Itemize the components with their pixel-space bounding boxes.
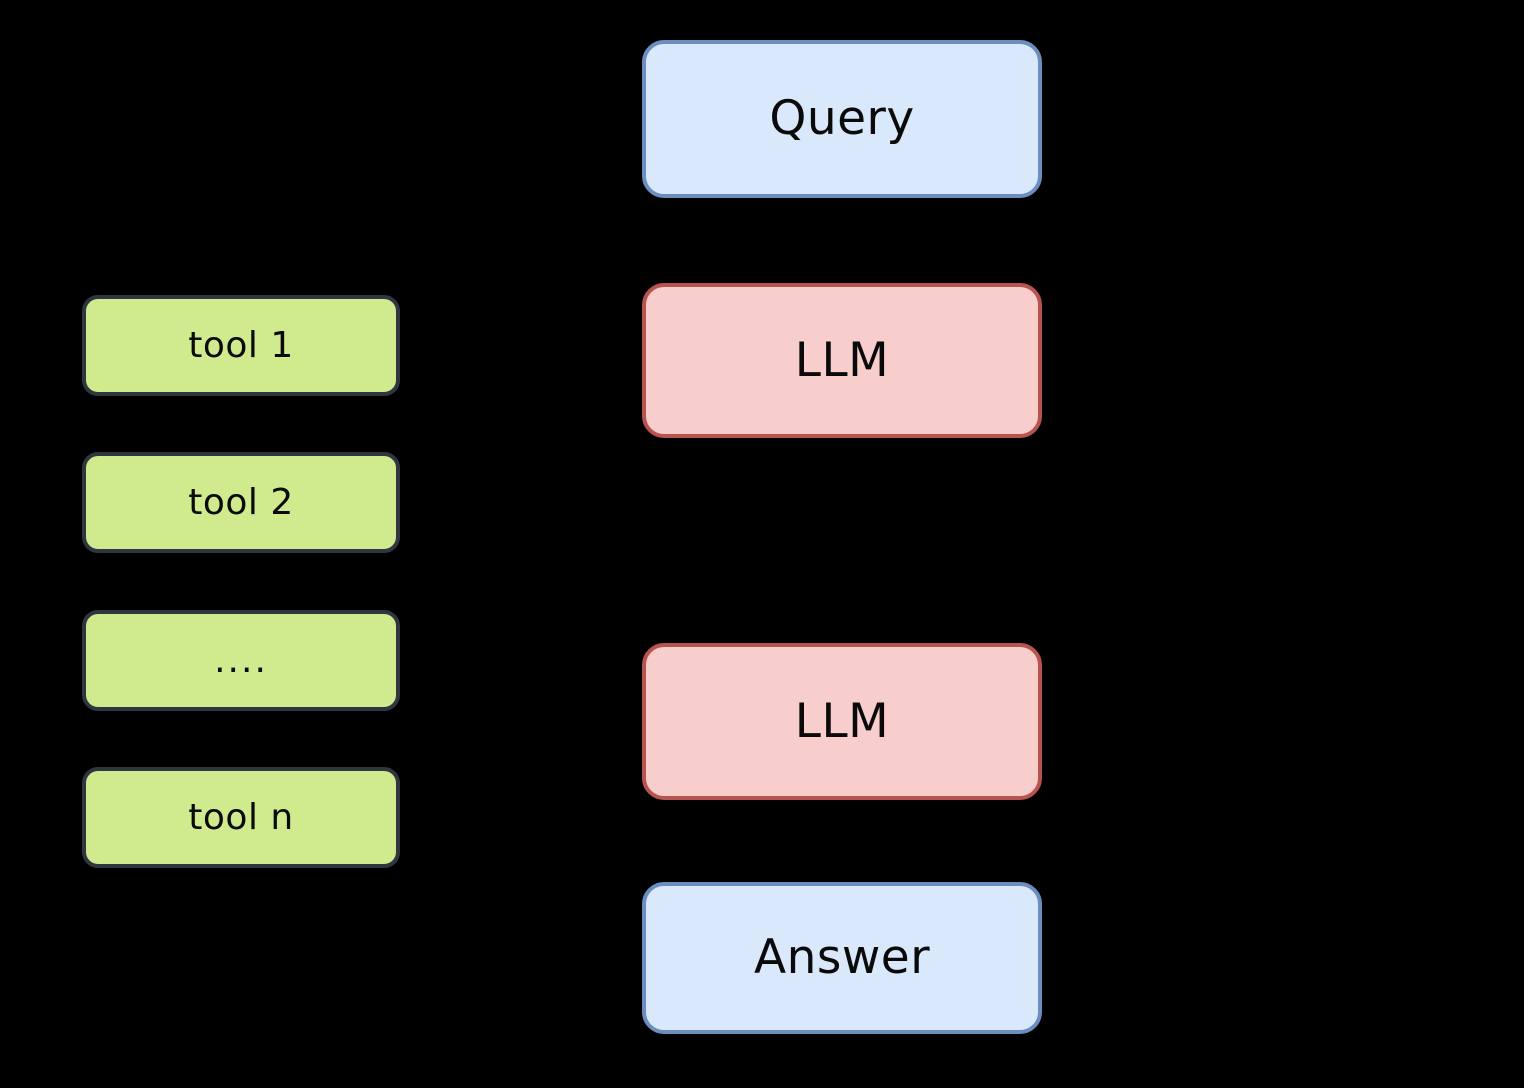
node-llm-second[interactable]: LLM [642, 643, 1042, 800]
node-query[interactable]: Query [642, 40, 1042, 198]
node-tool-2-label: tool 2 [188, 481, 294, 523]
node-tool-n-label: tool n [188, 796, 294, 838]
node-llm-first-label: LLM [794, 332, 890, 388]
node-answer[interactable]: Answer [642, 882, 1042, 1034]
node-llm-second-label: LLM [794, 693, 890, 749]
node-tool-1[interactable]: tool 1 [82, 295, 400, 396]
node-llm-first[interactable]: LLM [642, 283, 1042, 438]
node-answer-label: Answer [753, 930, 931, 986]
node-tool-ellipsis[interactable]: .... [82, 610, 400, 711]
node-tool-n[interactable]: tool n [82, 767, 400, 868]
node-query-label: Query [769, 91, 915, 147]
node-tool-1-label: tool 1 [188, 324, 294, 366]
node-tool-ellipsis-label: .... [214, 639, 268, 681]
node-tool-2[interactable]: tool 2 [82, 452, 400, 553]
